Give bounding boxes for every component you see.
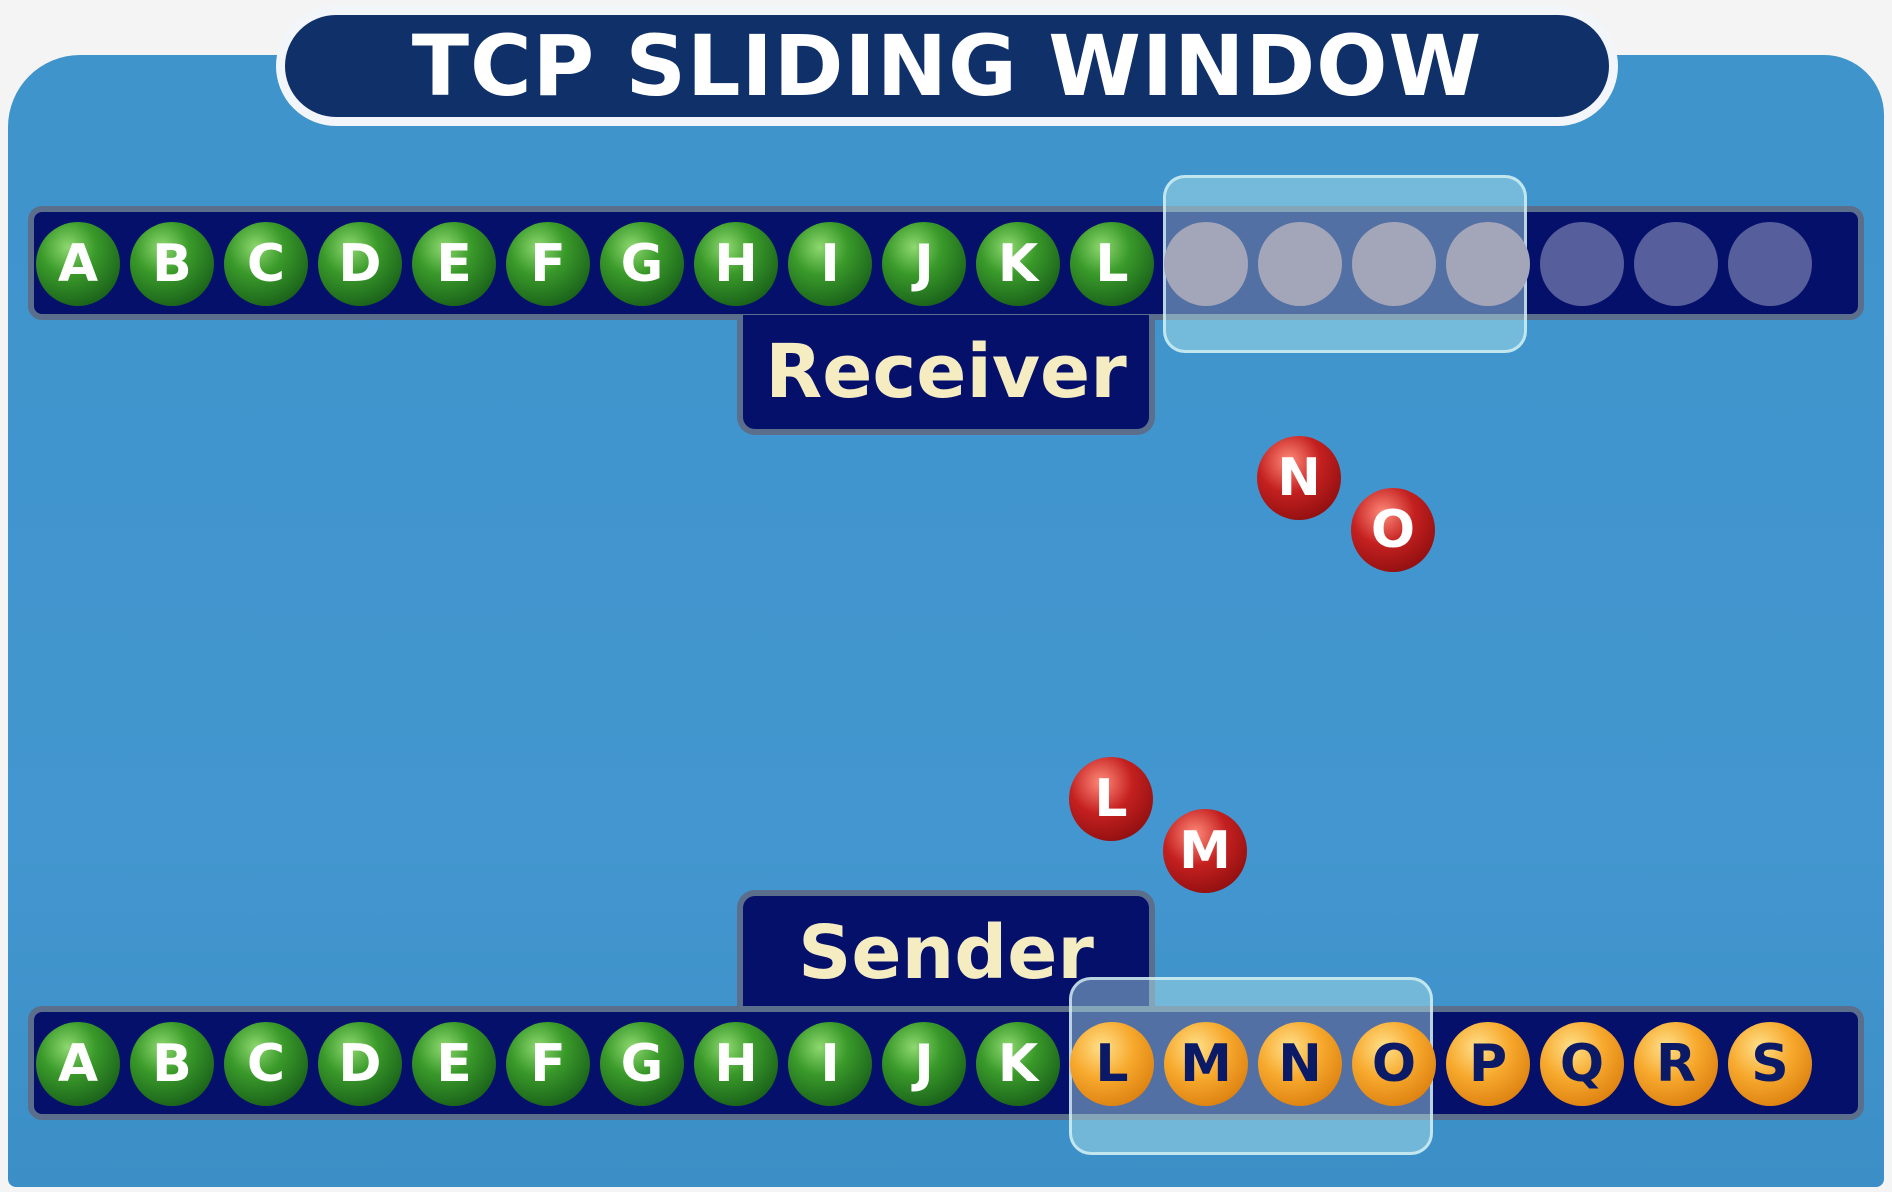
receiver-segment-l: L xyxy=(1070,222,1154,306)
receiver-segment-j: J xyxy=(882,222,966,306)
sender-segment-n: N xyxy=(1258,1022,1342,1106)
sender-segment-j: J xyxy=(882,1022,966,1106)
receiver-window-slot xyxy=(1352,222,1436,306)
sender-label: Sender xyxy=(737,890,1155,1010)
in-flight-packet-l: L xyxy=(1069,757,1153,841)
receiver-empty-slot xyxy=(1540,222,1624,306)
sender-segment-i: I xyxy=(788,1022,872,1106)
receiver-empty-slot xyxy=(1634,222,1718,306)
sender-segment-b: B xyxy=(130,1022,214,1106)
sender-segment-a: A xyxy=(36,1022,120,1106)
sender-segment-d: D xyxy=(318,1022,402,1106)
sender-segment-k: K xyxy=(976,1022,1060,1106)
receiver-segment-i: I xyxy=(788,222,872,306)
title: TCP SLIDING WINDOW xyxy=(276,6,1618,126)
sender-segment-h: H xyxy=(694,1022,778,1106)
sender-segment-p: P xyxy=(1446,1022,1530,1106)
sender-segment-s: S xyxy=(1728,1022,1812,1106)
sender-segment-q: Q xyxy=(1540,1022,1624,1106)
receiver-segment-a: A xyxy=(36,222,120,306)
receiver-segment-b: B xyxy=(130,222,214,306)
sender-segment-r: R xyxy=(1634,1022,1718,1106)
receiver-segment-g: G xyxy=(600,222,684,306)
sender-segment-m: M xyxy=(1164,1022,1248,1106)
in-flight-packet-m: M xyxy=(1163,809,1247,893)
sender-segment-c: C xyxy=(224,1022,308,1106)
sender-segment-f: F xyxy=(506,1022,590,1106)
sender-segment-o: O xyxy=(1352,1022,1436,1106)
in-flight-packet-o: O xyxy=(1351,488,1435,572)
receiver-segment-h: H xyxy=(694,222,778,306)
receiver-empty-slot xyxy=(1728,222,1812,306)
receiver-segment-c: C xyxy=(224,222,308,306)
receiver-segment-k: K xyxy=(976,222,1060,306)
receiver-segment-e: E xyxy=(412,222,496,306)
receiver-segment-f: F xyxy=(506,222,590,306)
in-flight-packet-n: N xyxy=(1257,436,1341,520)
sender-segment-l: L xyxy=(1070,1022,1154,1106)
receiver-segment-d: D xyxy=(318,222,402,306)
sender-segment-e: E xyxy=(412,1022,496,1106)
receiver-label: Receiver xyxy=(737,315,1155,435)
receiver-window-slot xyxy=(1446,222,1530,306)
receiver-window-slot xyxy=(1258,222,1342,306)
sender-segment-g: G xyxy=(600,1022,684,1106)
receiver-window-slot xyxy=(1164,222,1248,306)
